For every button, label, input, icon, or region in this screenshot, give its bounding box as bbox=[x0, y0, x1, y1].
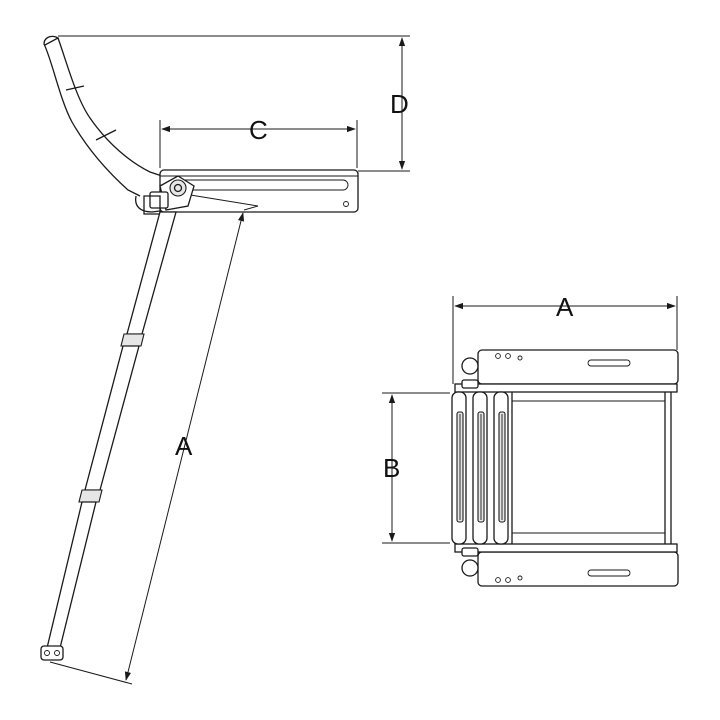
pivot-hinge bbox=[143, 175, 195, 215]
top-view: A B bbox=[382, 292, 679, 587]
dimension-a-top: A bbox=[452, 292, 678, 384]
dimension-a-top-label: A bbox=[556, 292, 574, 322]
side-view: D C A bbox=[40, 35, 410, 685]
dimension-b-label: B bbox=[383, 453, 400, 483]
dimension-d: D bbox=[58, 35, 410, 172]
dimension-d-label: D bbox=[390, 89, 409, 119]
ladder-steps bbox=[451, 379, 509, 557]
ladder-leg bbox=[40, 211, 177, 661]
dimension-c: C bbox=[159, 115, 358, 168]
top-bracket-upper bbox=[461, 349, 679, 385]
dimension-a-side-label: A bbox=[175, 431, 193, 461]
dimension-c-label: C bbox=[249, 115, 268, 145]
dimension-b: B bbox=[382, 392, 450, 544]
ladder-rails bbox=[454, 383, 678, 553]
top-bracket-lower bbox=[461, 551, 679, 587]
dimension-a-side: A bbox=[49, 205, 259, 685]
grab-handle bbox=[43, 35, 169, 213]
mounting-plate bbox=[159, 169, 359, 213]
